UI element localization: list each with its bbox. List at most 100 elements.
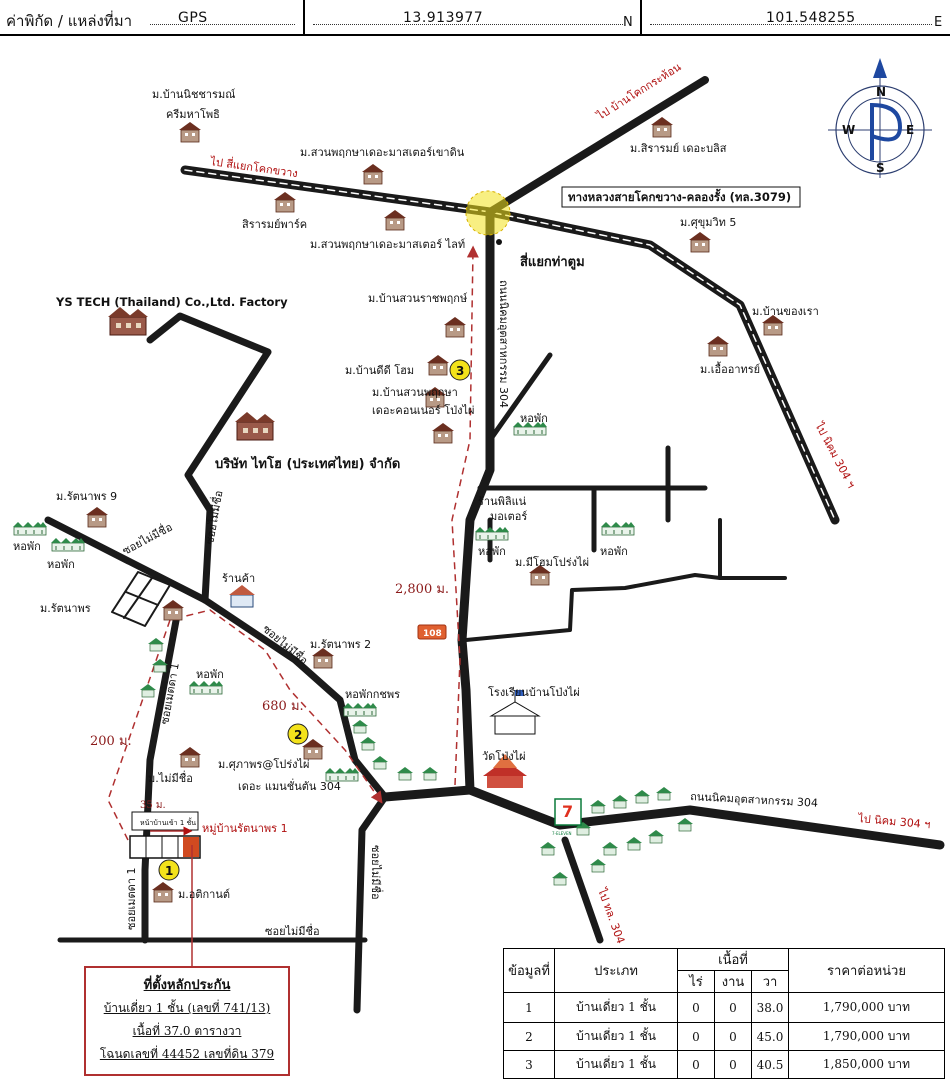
label-industrial-road-v: ถนนนิคมอุตสาหกรรม 304 xyxy=(497,280,510,408)
distance-680: 680 ม. xyxy=(262,699,304,714)
marker-2[interactable]: 2 xyxy=(287,723,309,745)
cell-price: 1,790,000 บาท xyxy=(788,1022,945,1051)
label-supaporn: ม.ศุภาพร@โปร่งไผ่ xyxy=(218,757,309,771)
label-main-road: ทางหลวงสายโคกขวาง-คลองรั้ง (ทล.3079) xyxy=(568,188,791,204)
cell-ngan: 0 xyxy=(714,1050,752,1079)
latitude-suffix: N xyxy=(623,15,633,30)
house-icon xyxy=(383,209,407,231)
cell-rai: 0 xyxy=(677,992,715,1023)
compass-n: N xyxy=(876,85,886,99)
compass-e: E xyxy=(906,123,914,137)
dorm-icon xyxy=(188,680,224,695)
label-krimha: ครีมหาโพธิ xyxy=(166,107,220,121)
cell-no: 3 xyxy=(503,1050,555,1079)
dorm-icon xyxy=(600,521,636,536)
distance-2800: 2,800 ม. xyxy=(395,582,449,597)
house-icon xyxy=(706,335,730,357)
collateral-title: ที่ตั้งหลักประกัน xyxy=(143,978,231,993)
svg-text:3: 3 xyxy=(456,364,464,378)
road-to-kok-kra-hon xyxy=(486,76,709,216)
cell-type: บ้านเดี่ยว 1 ชั้น xyxy=(554,1050,678,1079)
cell-rai: 0 xyxy=(677,1022,715,1051)
label-suanphruksa-connect-2: เดอะคอนเนอร์ โป่งไผ่ xyxy=(372,403,474,417)
th-ngan: งาน xyxy=(714,970,752,993)
collateral-line-3: โฉนดเลขที่ 44452 เลขที่ดิน 379 xyxy=(99,1047,275,1061)
compass-w: W xyxy=(842,123,855,137)
label-atikan: ม.อติกานต์ xyxy=(178,888,230,901)
label-village-rattanaporn1: หมู่บ้านรัตนาพร 1 xyxy=(202,822,288,835)
temple-icon xyxy=(483,754,527,788)
industrial-road-vertical xyxy=(457,207,495,795)
label-soi-mettada-2: ซอยเมตดา 1 xyxy=(125,868,138,931)
cell-type: บ้านเดี่ยว 1 ชั้น xyxy=(554,1022,678,1051)
subject-plot[interactable]: หน้าบ้านเข้า 1 ชั้น xyxy=(129,811,201,970)
shop-icon xyxy=(229,585,255,608)
dorm-icon xyxy=(50,537,86,552)
house-icon xyxy=(273,191,297,213)
main-road-label-box xyxy=(561,186,801,208)
cell-no: 1 xyxy=(503,992,555,1023)
dotted-line xyxy=(150,24,295,25)
house-icon xyxy=(178,121,202,143)
cell-rai: 0 xyxy=(677,1050,715,1079)
plot-label: หน้าบ้านเข้า 1 ชั้น xyxy=(140,816,196,827)
th-rai: ไร่ xyxy=(677,970,715,993)
label-dorm-5: หอพัก xyxy=(47,558,75,571)
marker-3[interactable]: 3 xyxy=(449,359,471,381)
factory-icon xyxy=(107,306,149,336)
collateral-info-box: ที่ตั้งหลักประกัน บ้านเดี่ยว 1 ชั้น (เลข… xyxy=(84,966,290,1076)
cell-ngan: 0 xyxy=(714,1022,752,1051)
label-to-kok-kra-hon: ไป บ้านโคกกระห้อน xyxy=(593,59,683,123)
label-shop-2: มอเตอร์ xyxy=(490,510,527,523)
school-icon xyxy=(489,690,541,735)
label-dorm-1: หอพัก xyxy=(520,412,548,425)
label-khongrao: ม.บ้านของเรา xyxy=(752,305,819,318)
label-dorm-6: หอพัก xyxy=(196,668,224,681)
house-icon xyxy=(443,316,467,338)
table-row: 1 บ้านเดี่ยว 1 ชั้น 0 0 38.0 1,790,000 บ… xyxy=(503,992,945,1023)
label-soi-2: ซอยไม่มีชื่อ xyxy=(119,519,174,558)
collateral-line-1: บ้านเดี่ยว 1 ชั้น (เลขที่ 741/13) xyxy=(103,1001,271,1015)
location-map[interactable]: N S E W xyxy=(0,36,950,1089)
cell-price: 1,850,000 บาท xyxy=(788,1050,945,1079)
label-rattanaporn2: ม.รัตนาพร 2 xyxy=(310,638,371,651)
th-price: ราคาต่อหน่วย xyxy=(788,948,945,993)
label-seven-eleven: 7-ELEVEN xyxy=(552,831,572,836)
svg-text:1: 1 xyxy=(165,864,173,878)
label-rattanaporn: ม.รัตนาพร xyxy=(40,602,91,615)
label-suanphruksa-connect-1: ม.บ้านสวนพฤกษา xyxy=(372,386,458,399)
house-icon xyxy=(311,647,335,669)
label-sirarom-park: สิรารมย์พาร์ค xyxy=(242,218,307,231)
house-icon xyxy=(361,163,385,185)
marker-1[interactable]: 1 xyxy=(158,859,180,881)
factory-icon xyxy=(234,411,276,441)
th-no: ข้อมูลที่ xyxy=(503,948,555,993)
soi-main xyxy=(44,516,389,801)
th-wa: วา xyxy=(751,970,789,993)
label-mimi-home: ม.มีโฮมโปร่งไผ่ xyxy=(515,555,589,569)
label-school: โรงเรียนบ้านโป่งไผ่ xyxy=(488,685,580,699)
label-nichcharam: ม.บ้านนิชชารมณ์ xyxy=(152,88,235,101)
label-dorm-2: หอพัก xyxy=(478,545,506,558)
coord-label: ค่าพิกัด / แหล่งที่มา xyxy=(6,12,133,30)
label-sirarom-bliss: ม.สิรารมย์ เดอะบลิส xyxy=(630,142,727,155)
label-temple: วัดโป่งไผ่ xyxy=(482,749,526,763)
compass-s: S xyxy=(876,161,885,175)
label-industrial-road-h: ถนนนิคมอุตสาหกรรม 304 xyxy=(690,790,818,810)
dorm-icon xyxy=(12,521,48,536)
route-path xyxy=(107,245,479,841)
place-labels: ม.บ้านนิชชารมณ์ ครีมหาโพธิ ม.สวนพฤกษาเดอ… xyxy=(13,88,819,901)
distance-200: 200 ม. xyxy=(90,734,132,749)
label-baan-d-home: ม.บ้านดีดี โฮม xyxy=(345,363,414,377)
label-dorm-4: หอพัก xyxy=(13,540,41,553)
label-sukhumvit5: ม.ศุขุมวิท 5 xyxy=(680,216,736,229)
house-icon xyxy=(761,314,785,336)
road-to-factories xyxy=(146,312,272,604)
label-shop-3: ร้านค้า xyxy=(222,572,255,585)
house-icon xyxy=(431,422,455,444)
coordinate-header: ค่าพิกัด / แหล่งที่มา GPS 13.913977 N 10… xyxy=(0,0,950,36)
house-icon xyxy=(161,599,185,621)
cell-ngan: 0 xyxy=(714,992,752,1023)
label-dorm-3: หอพัก xyxy=(600,545,628,558)
comparables-table: ข้อมูลที่ ประเภท เนื้อที่ ราคาต่อหน่วย ไ… xyxy=(503,948,945,1079)
